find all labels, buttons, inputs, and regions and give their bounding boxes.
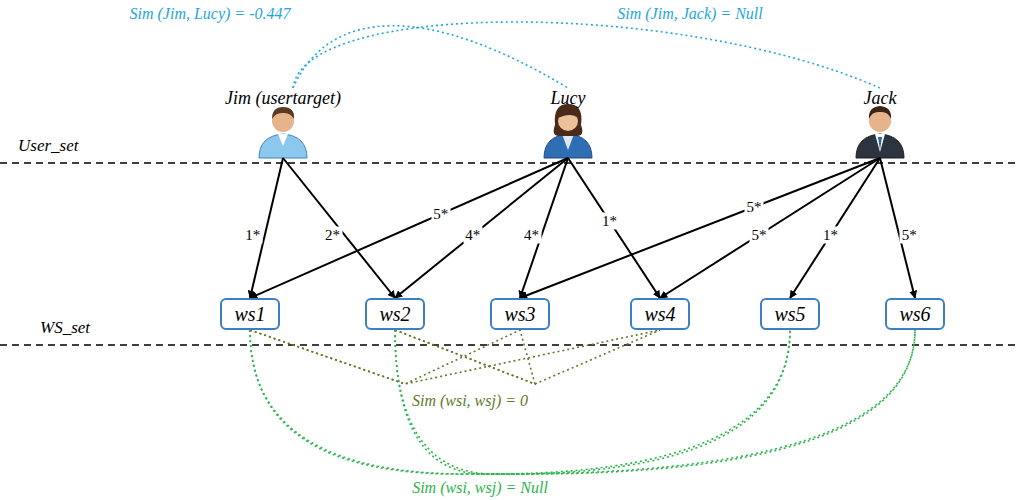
service-name: ws6 [899,303,930,325]
user-node: Jim (usertarget) [222,88,344,158]
similarity-line [293,22,880,88]
rating-arrow [250,158,568,298]
rating-arrow [520,158,880,298]
web-service-box: ws1 [220,298,280,330]
web-service-box: ws2 [365,298,425,330]
service-name: ws2 [379,303,410,325]
user-icon [544,104,592,158]
user-icon [259,107,307,158]
user-icon [856,106,904,158]
service-name: ws5 [774,303,805,325]
similarity-note: Sim (wsi, wsj) = Null [410,478,550,497]
similarity-line [250,330,915,474]
rating-label: 5* [745,199,764,216]
rating-arrow [395,158,568,298]
rating-arrow [568,158,660,298]
service-name: ws3 [504,303,535,325]
rating-arrow [520,158,568,298]
rating-label: 1* [821,227,840,244]
user-node: Lucy [540,88,596,158]
rating-label: 4* [522,227,541,244]
similarity-label: Sim (Jim, Lucy) = -0.447 [128,5,293,22]
user-name: Lucy [540,88,596,108]
rating-label: 4* [463,227,482,244]
similarity-line [395,330,660,384]
web-service-box: ws4 [630,298,690,330]
rating-arrow [790,158,880,298]
web-service-box: ws3 [490,298,550,330]
set-name: WS_set [40,318,90,337]
similarity-line [395,330,915,474]
service-name: ws1 [234,303,265,325]
similarity-line [293,26,568,88]
user-node: Jack [852,88,908,158]
set-name: User_set [18,136,78,155]
ws-set-divider [0,344,1016,346]
rating-label: 5* [431,206,450,223]
web-service-box: ws5 [760,298,820,330]
similarity-note: Sim (wsi, wsj) = 0 [410,391,530,410]
rating-label: 2* [323,227,342,244]
web-service-box: ws6 [885,298,945,330]
user-name: Jim (usertarget) [222,88,344,108]
rating-label: 5* [750,227,769,244]
similarity-line [250,330,660,384]
similarity-line [395,330,790,474]
similarity-line [250,330,520,384]
user-name: Jack [852,88,908,108]
rating-label: 1* [243,227,262,244]
service-name: ws4 [644,303,675,325]
rating-label: 5* [900,227,919,244]
rating-arrow [660,158,880,298]
similarity-label: Sim (Jim, Jack) = Null [615,5,764,22]
rating-label: 1* [600,213,619,230]
